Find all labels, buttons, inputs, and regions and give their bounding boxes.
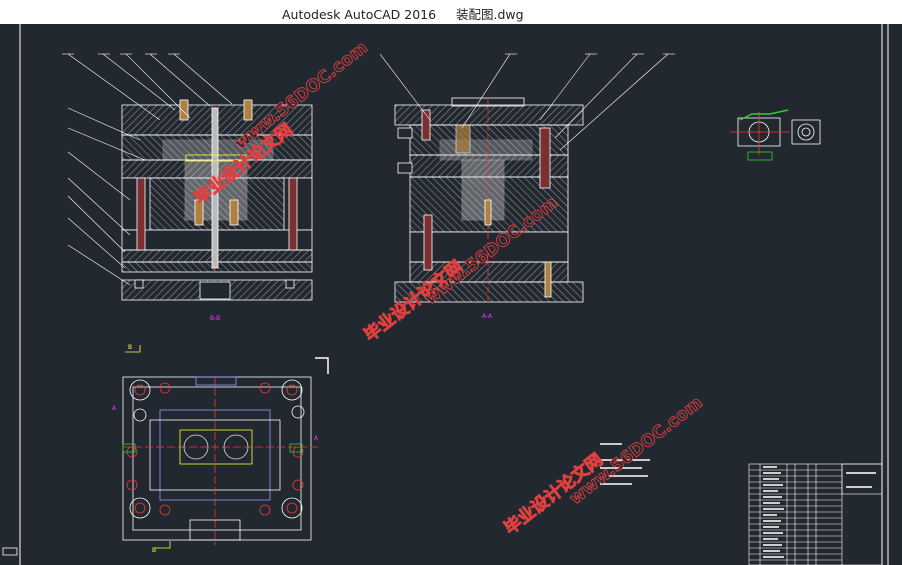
part-detail-views	[730, 109, 821, 161]
title-bar: Autodesk AutoCAD 2016 装配图.dwg	[0, 0, 902, 24]
tech-requirements-lines	[600, 443, 650, 485]
title-block-text-marks	[763, 466, 876, 558]
drawing-canvas[interactable]: B-B A-A	[0, 24, 902, 565]
section-aa-label: A-A	[482, 313, 493, 320]
cad-drawing: B-B A-A	[2, 24, 889, 565]
window-title: Autodesk AutoCAD 2016 装配图.dwg	[282, 4, 524, 23]
section-bb-view	[121, 99, 313, 301]
watermark-site: www.56DOC.com	[566, 393, 707, 509]
file-name: 装配图.dwg	[455, 7, 524, 22]
title-block	[748, 463, 883, 565]
section-arrow-left: A	[112, 405, 117, 412]
plan-view	[122, 345, 329, 549]
section-bb-leaders	[62, 53, 233, 286]
section-arrow-right: A	[314, 435, 319, 442]
section-aa-leaders	[379, 53, 675, 151]
section-aa-view	[394, 97, 584, 303]
watermark-6: www.56DOC.com	[565, 392, 707, 509]
app-name: Autodesk AutoCAD 2016	[282, 7, 437, 22]
section-arrow-bottom: B	[152, 547, 156, 554]
section-arrow-top: B	[128, 344, 132, 351]
section-bb-label: B-B	[210, 315, 220, 322]
